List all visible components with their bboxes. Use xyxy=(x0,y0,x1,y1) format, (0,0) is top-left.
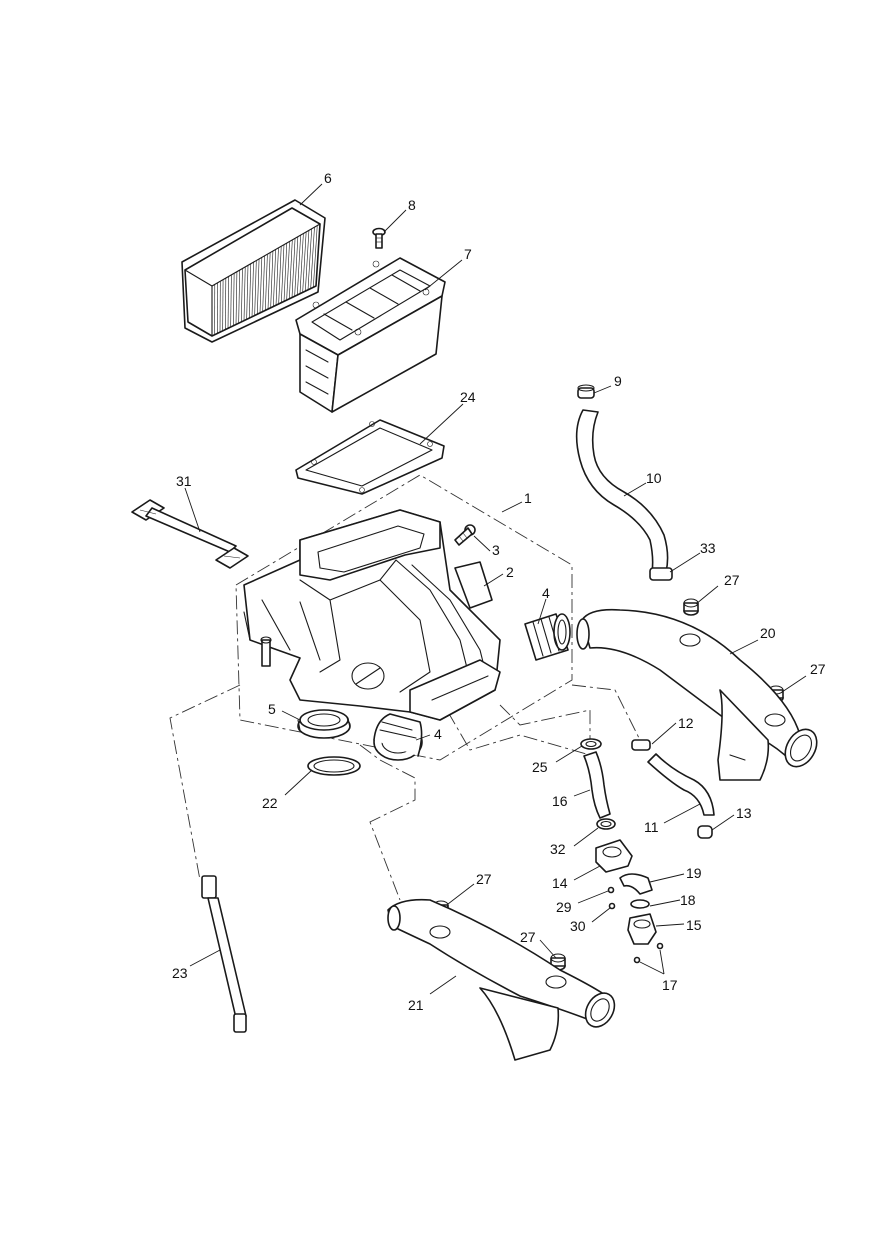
callout-5: 5 xyxy=(268,701,276,717)
callout-29: 29 xyxy=(556,899,572,915)
callout-labels: 6 8 7 24 9 10 33 27 20 27 31 1 3 2 4 5 4… xyxy=(172,170,826,1013)
filter-pleat xyxy=(289,239,293,299)
intake-boot-lower xyxy=(373,713,423,761)
callout-22: 22 xyxy=(262,795,278,811)
filter-pleat xyxy=(270,251,274,308)
filter-pleat xyxy=(302,231,307,293)
filter-pleat xyxy=(283,243,288,302)
filter-screw xyxy=(372,227,386,249)
callout-11: 11 xyxy=(644,819,659,835)
drain-tube xyxy=(201,875,247,1033)
filter-pleat xyxy=(286,241,290,301)
air-filter-element xyxy=(181,199,326,343)
o-ring xyxy=(307,756,361,776)
callout-6: 6 xyxy=(324,170,332,186)
leader-lines xyxy=(184,183,807,995)
grommet-27-upper xyxy=(683,598,699,616)
breather-hose-assembly xyxy=(575,384,673,581)
callout-20: 20 xyxy=(760,625,776,641)
callout-9: 9 xyxy=(614,373,622,389)
filter-pleat xyxy=(273,249,276,307)
callout-24: 24 xyxy=(460,389,476,405)
callout-30: 30 xyxy=(570,918,586,934)
callout-23: 23 xyxy=(172,965,188,981)
callout-18: 18 xyxy=(680,892,696,908)
filter-pleat xyxy=(238,270,240,324)
filter-pleat xyxy=(307,228,312,290)
filter-pleat xyxy=(291,238,296,298)
intake-duct-left xyxy=(387,898,616,1061)
filter-pleat xyxy=(299,233,304,294)
callout-1: 1 xyxy=(524,490,532,506)
filter-pleat xyxy=(278,246,282,304)
filter-pleat xyxy=(297,235,301,295)
filter-pleat xyxy=(315,223,321,287)
clip-hose-assembly xyxy=(580,738,616,830)
intake-boot-5 xyxy=(297,709,351,739)
filter-pleat xyxy=(310,227,315,289)
callout-15: 15 xyxy=(686,917,702,933)
airbox-bolt xyxy=(454,524,476,546)
callout-31: 31 xyxy=(176,473,192,489)
intake-duct-right xyxy=(576,608,818,781)
filter-frame xyxy=(295,257,446,413)
filter-pleat xyxy=(275,247,279,306)
callout-13: 13 xyxy=(736,805,752,821)
filter-pleat xyxy=(267,252,271,310)
filter-pleat xyxy=(225,278,227,330)
filter-pleat xyxy=(257,258,260,315)
valve-assembly xyxy=(595,839,664,964)
callout-16: 16 xyxy=(552,793,568,809)
small-hose-assembly xyxy=(631,739,715,839)
filter-pleat xyxy=(281,244,285,303)
filter-pleat xyxy=(265,254,268,311)
callout-4: 4 xyxy=(434,726,442,742)
callout-32: 32 xyxy=(550,841,566,857)
callout-27: 27 xyxy=(520,929,536,945)
airbox-seal xyxy=(295,419,445,495)
filter-pleat xyxy=(227,276,229,329)
filter-pleat xyxy=(305,230,310,292)
callout-27: 27 xyxy=(724,572,740,588)
callout-8: 8 xyxy=(408,197,416,213)
callout-3: 3 xyxy=(492,542,500,558)
airbox-body xyxy=(243,509,501,721)
filter-pleat xyxy=(259,257,263,313)
callout-25: 25 xyxy=(532,759,548,775)
callout-27: 27 xyxy=(810,661,826,677)
callout-4: 4 xyxy=(542,585,550,601)
callout-27: 27 xyxy=(476,871,492,887)
callout-21: 21 xyxy=(408,997,424,1013)
callout-33: 33 xyxy=(700,540,716,556)
filter-pleat xyxy=(254,260,257,316)
filter-pleat xyxy=(233,273,235,326)
callout-10: 10 xyxy=(646,470,662,486)
filter-pleat xyxy=(313,225,318,288)
filter-pleat xyxy=(235,271,238,325)
intake-boot-upper xyxy=(524,613,571,661)
callout-7: 7 xyxy=(464,246,472,262)
airbox-strap xyxy=(131,499,249,569)
callout-2: 2 xyxy=(506,564,514,580)
filter-pleat xyxy=(249,263,252,319)
callout-17: 17 xyxy=(662,977,678,993)
filter-pleat xyxy=(246,265,249,320)
filter-pleat xyxy=(241,268,243,322)
callout-12: 12 xyxy=(678,715,694,731)
callout-19: 19 xyxy=(686,865,702,881)
filter-pleat xyxy=(230,274,232,328)
filter-pleat xyxy=(262,255,265,312)
callout-14: 14 xyxy=(552,875,568,891)
filter-pleat xyxy=(243,266,246,321)
assembly-boundary-lines xyxy=(169,474,641,901)
filter-pleat xyxy=(294,236,299,297)
filter-pleat xyxy=(251,262,254,317)
